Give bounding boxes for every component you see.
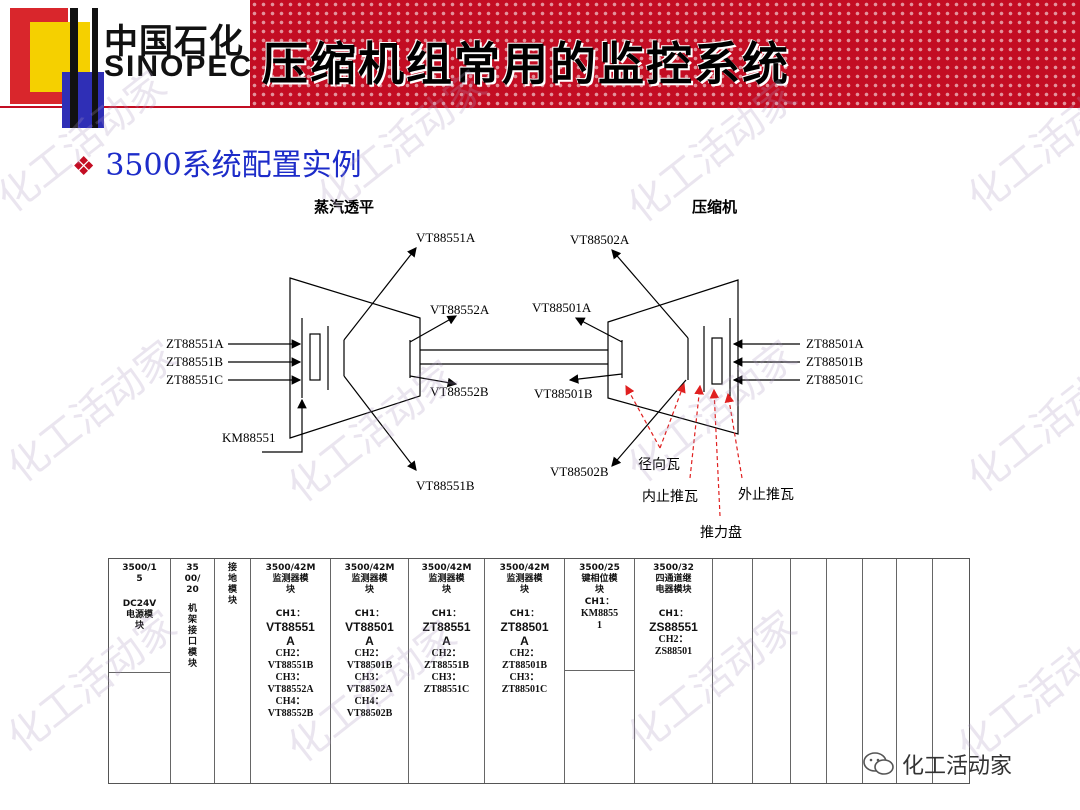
probe-label: ZT88501A [806, 336, 864, 351]
rack-slot-empty [753, 559, 791, 783]
rack-slot-power: 3500/1 5 DC24V 电源模 块 [109, 559, 171, 783]
rack-slot-empty [791, 559, 827, 783]
probe-label: VT88552A [430, 302, 490, 317]
probe-label: ZT88551A [166, 336, 224, 351]
probe-label: ZT88551C [166, 372, 224, 387]
callout-label: 外止推瓦 [738, 487, 794, 503]
section-heading-text: 3500系统配置实例 [105, 148, 362, 183]
header-divider [0, 106, 1080, 108]
page-title: 压缩机组常用的监控系统 [262, 37, 790, 91]
section-heading: ❖ 3500系统配置实例 [72, 140, 362, 184]
turbine-casing [289, 277, 421, 439]
rack-slot-interface: 35 00/ 20 机 架 接 口 模 块 [171, 559, 215, 783]
rack-slot-empty [827, 559, 863, 783]
probe-label: VT88551B [416, 478, 475, 493]
diamond-bullet-icon: ❖ [72, 152, 96, 182]
probe-label: VT88501B [534, 386, 593, 401]
rack-slot-empty [713, 559, 753, 783]
compressor-label: 压缩机 [692, 198, 738, 216]
probe-label: VT88502B [550, 464, 609, 479]
logo-bar [70, 8, 78, 128]
probe-label: ZT88501C [806, 372, 864, 387]
rack-slot-monitor-3: 3500/42M 监测器模 块 CH1： ZT88551 A CH2： ZT88… [409, 559, 485, 783]
logo-english: SINOPEC [104, 50, 254, 83]
rack-slot-relay: 3500/32 四通道继 电器模块 CH1： ZS88551 CH2： ZS88… [635, 559, 713, 783]
rack-slot-monitor-2: 3500/42M 监测器模 块 CH1： VT88501 A CH2： VT88… [331, 559, 409, 783]
brand-name: 化工活动家 [902, 754, 1013, 779]
probe-label: ZT88551B [166, 354, 224, 369]
probe-label: VT88502A [570, 232, 630, 247]
compressor-thrust-collar [711, 337, 723, 385]
wechat-icon [863, 752, 894, 775]
probe-label: VT88551A [416, 230, 476, 245]
rack-slot-monitor-4: 3500/42M 监测器模 块 CH1： ZT88501 A CH2： ZT88… [485, 559, 565, 783]
callout-label: 内止推瓦 [642, 489, 698, 505]
rack-slot-monitor-1: 3500/42M 监测器模 块 CH1： VT88551 A CH2： VT88… [251, 559, 331, 783]
callout-label: 推力盘 [700, 525, 742, 541]
rack-slot-empty [863, 559, 897, 783]
module-rack: 3500/1 5 DC24V 电源模 块 35 00/ 20 机 架 接 口 模… [108, 558, 970, 784]
probe-label: VT88501A [532, 300, 592, 315]
probe-label: KM88551 [222, 430, 276, 445]
rack-slot-ground: 接 地 模 块 [215, 559, 251, 783]
turbine-thrust-collar [309, 333, 321, 381]
probe-label: VT88552B [430, 384, 489, 399]
rack-slot-empty [897, 559, 933, 783]
header-banner [250, 0, 1080, 108]
compressor-casing [607, 279, 739, 435]
callout-label: 径向瓦 [638, 457, 680, 473]
logo-bar [92, 8, 98, 128]
probe-label: ZT88501B [806, 354, 864, 369]
turbine-label: 蒸汽透平 [314, 198, 375, 216]
rack-slot-keyphasor: 3500/25 键相位模 块 CH1： KM8855 1 [565, 559, 635, 783]
logo-chinese: 中国石化 [104, 22, 244, 62]
